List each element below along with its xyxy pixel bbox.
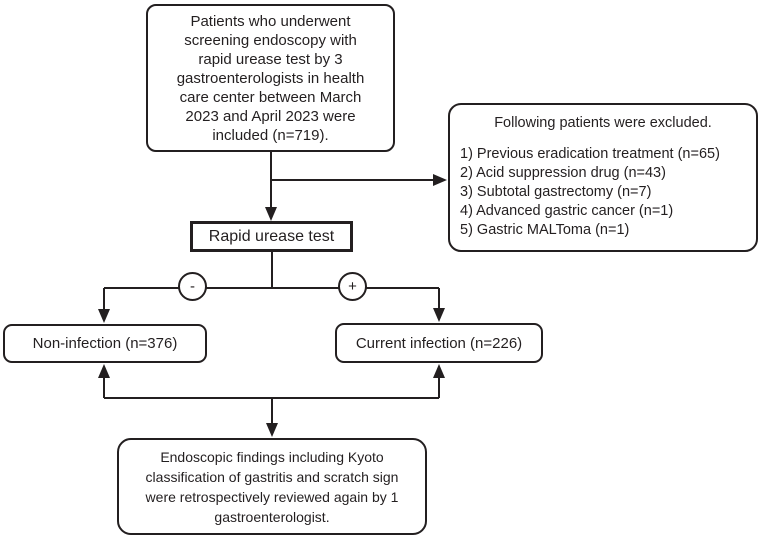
positive-sign-icon: +: [348, 278, 357, 295]
positive-branch-circle: +: [338, 272, 367, 301]
arrowhead-down-test-icon: [265, 207, 277, 221]
current-infection-box: Current infection (n=226): [335, 323, 543, 363]
arrowhead-down-current-icon: [433, 308, 445, 322]
review-box: Endoscopic findings including Kyoto clas…: [117, 438, 427, 535]
exclusion-item: 3) Subtotal gastrectomy (n=7): [460, 184, 652, 200]
arrowhead-down-noninfection-icon: [98, 309, 110, 323]
arrowhead-up-current-icon: [433, 364, 445, 378]
non-infection-label: Non-infection (n=376): [32, 335, 178, 352]
inclusion-criteria-text: Patients who underwent screening endosco…: [176, 12, 365, 144]
exclusion-item: 5) Gastric MALToma (n=1): [460, 222, 630, 238]
exclusion-item: 1) Previous eradication treatment (n=65): [460, 146, 720, 162]
exclusion-title: Following patients were excluded.: [494, 115, 712, 131]
rapid-urease-test-label: Rapid urease test: [208, 227, 335, 245]
arrowhead-up-noninfection-icon: [98, 364, 110, 378]
negative-branch-circle: -: [178, 272, 207, 301]
inclusion-criteria-box: Patients who underwent screening endosco…: [146, 4, 395, 152]
exclusion-item: 4) Advanced gastric cancer (n=1): [460, 203, 674, 219]
exclusion-criteria-box: Following patients were excluded. 1) Pre…: [448, 103, 758, 252]
rapid-urease-test-box: Rapid urease test: [190, 221, 353, 252]
arrowhead-right-exclusion-icon: [433, 174, 447, 186]
arrowhead-down-review-icon: [266, 423, 278, 437]
non-infection-box: Non-infection (n=376): [3, 324, 207, 363]
review-text: Endoscopic findings including Kyoto clas…: [145, 448, 399, 525]
negative-sign-icon: -: [190, 278, 195, 295]
exclusion-item: 2) Acid suppression drug (n=43): [460, 165, 666, 181]
current-infection-label: Current infection (n=226): [355, 334, 523, 352]
